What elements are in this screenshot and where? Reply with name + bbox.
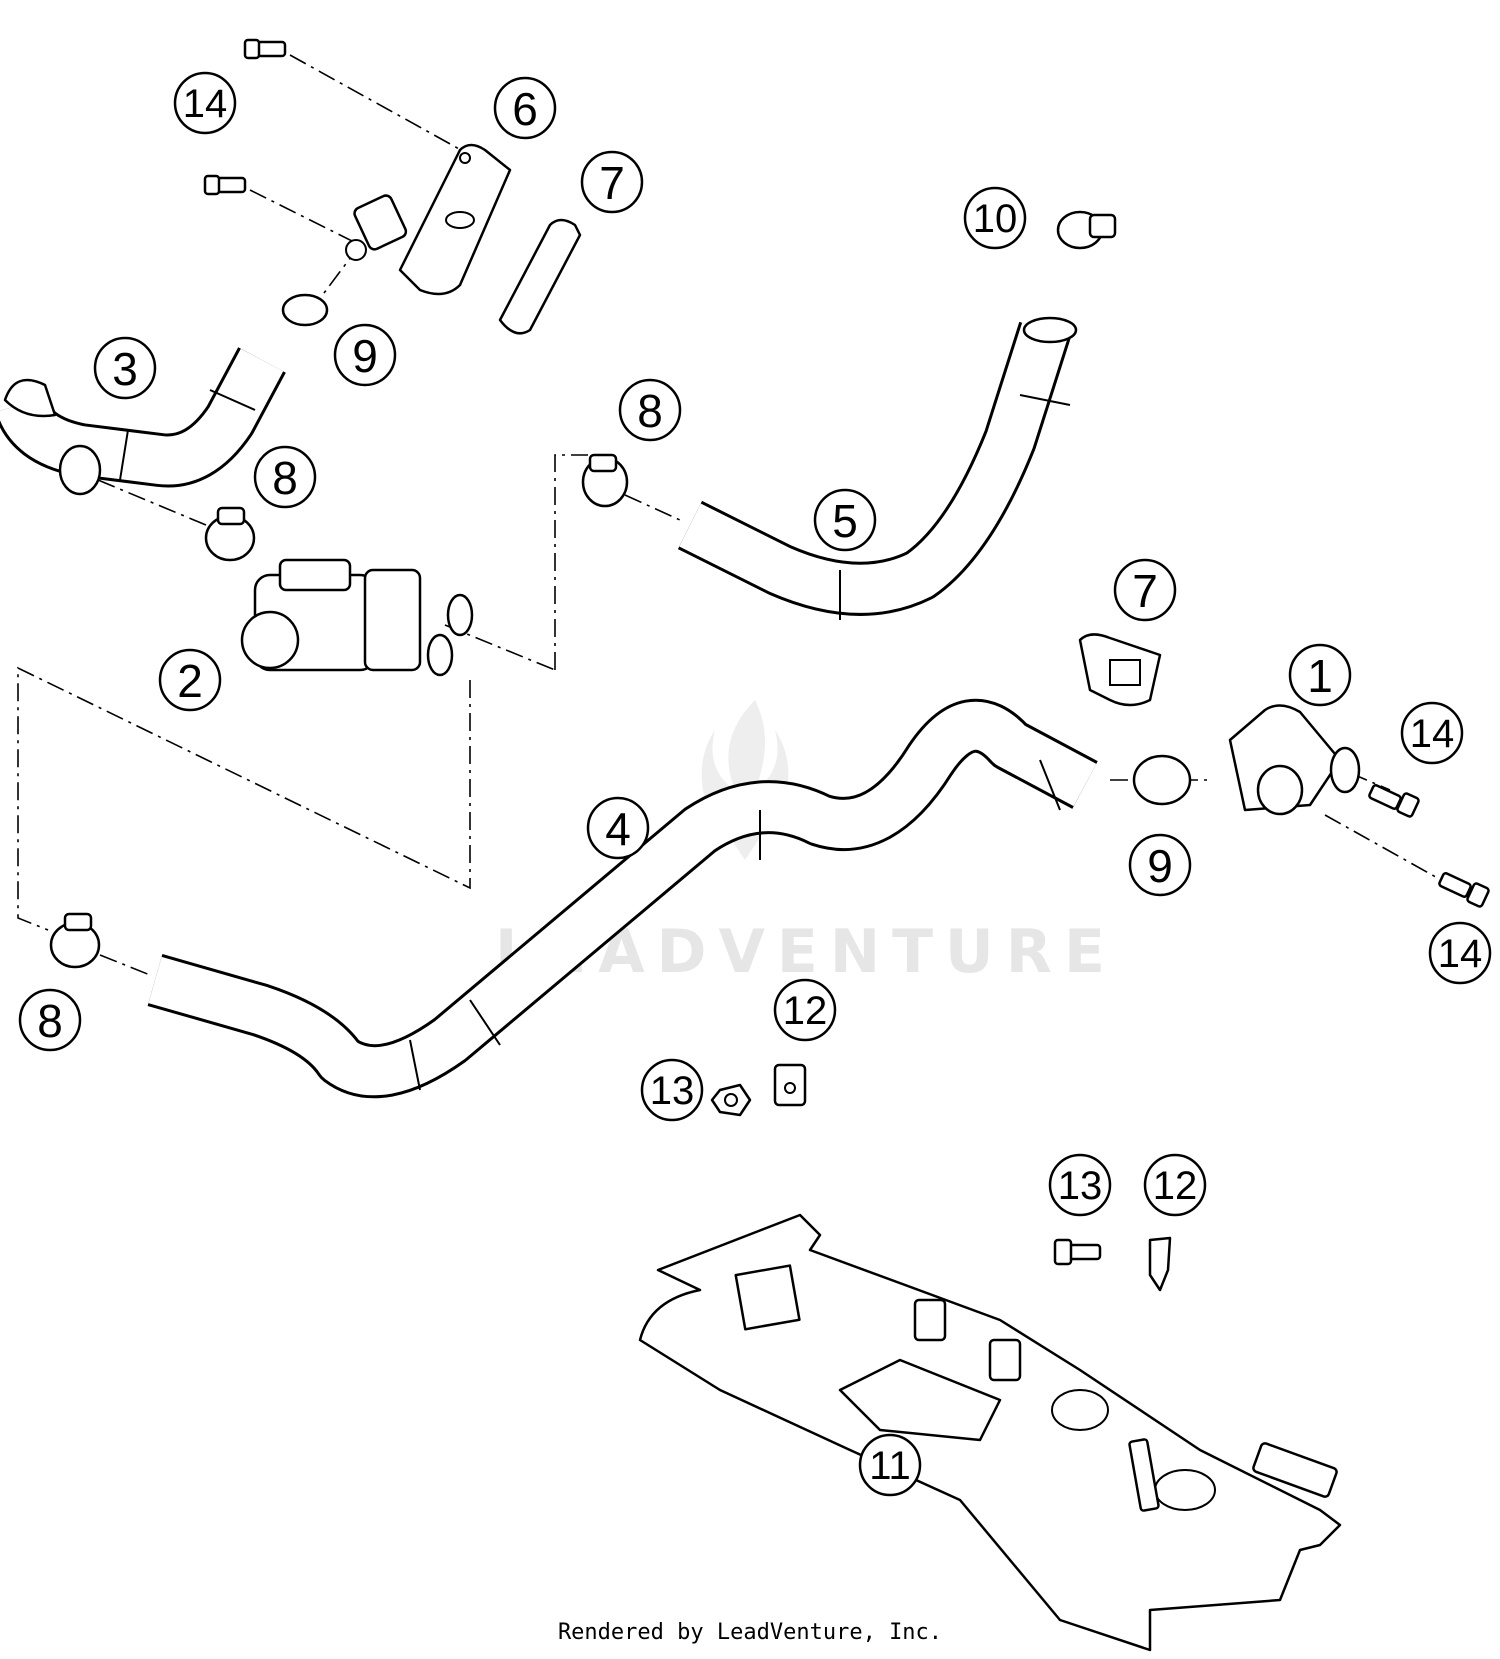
callout-9-top-label: 9 [352, 330, 378, 382]
valve-part-2 [240, 558, 474, 677]
callout-14-top-label: 14 [183, 82, 228, 126]
callout-6: 6 [493, 76, 557, 140]
hose-part-5 [677, 316, 1078, 620]
clamp-part-9-top [281, 293, 329, 327]
callout-8-bottom-label: 8 [37, 995, 63, 1047]
hose-part-3 [0, 347, 286, 496]
callout-7-right: 7 [1113, 558, 1177, 622]
callout-10-label: 10 [973, 197, 1018, 241]
hose-part-4 [147, 698, 1098, 1099]
callout-14-right-a-label: 14 [1410, 712, 1455, 756]
callout-1-label: 1 [1307, 650, 1333, 702]
clip-part-12-upper [773, 1063, 807, 1107]
callout-7-top: 7 [580, 150, 644, 214]
callout-3-label: 3 [112, 343, 138, 395]
callout-11: 11 [858, 1433, 922, 1497]
callout-12-lower: 12 [1143, 1153, 1207, 1217]
gasket-part-7-top [498, 218, 582, 335]
shield-part-11 [638, 1213, 1342, 1652]
callout-5-label: 5 [832, 495, 858, 547]
callout-13-upper-label: 13 [650, 1069, 695, 1113]
bolt-part-14-right-b [1438, 872, 1490, 908]
clip-part-12-lower [1148, 1236, 1172, 1292]
callout-8-bottom: 8 [18, 988, 82, 1052]
callout-9-right: 9 [1128, 833, 1192, 897]
cover-part-6 [345, 143, 512, 296]
callout-8-left: 8 [253, 445, 317, 509]
nut-part-13-upper [710, 1083, 752, 1117]
callout-14-top: 14 [173, 71, 237, 135]
callout-12-upper-label: 12 [783, 989, 828, 1033]
clamp-part-8-left [204, 506, 256, 562]
callout-10: 10 [963, 186, 1027, 250]
callout-1: 1 [1288, 643, 1352, 707]
callout-5: 5 [813, 488, 877, 552]
callout-13-upper: 13 [640, 1058, 704, 1122]
clamp-part-8-mid [581, 453, 629, 508]
bolt-part-13-lower [1053, 1238, 1102, 1266]
callout-2-label: 2 [177, 655, 203, 707]
gasket-part-7-right [1078, 633, 1162, 707]
callout-7-right-label: 7 [1132, 565, 1158, 617]
callout-14-right-b: 14 [1428, 921, 1492, 985]
callout-7-top-label: 7 [599, 157, 625, 209]
callout-14-right-a: 14 [1400, 701, 1464, 765]
callout-12-upper: 12 [773, 978, 837, 1042]
clamp-part-10 [1056, 210, 1117, 250]
clamp-part-8-bottom [49, 912, 101, 969]
callout-9-right-label: 9 [1147, 840, 1173, 892]
callout-9-top: 9 [333, 323, 397, 387]
bolt-part-14-right-a [1368, 784, 1420, 818]
callout-11-label: 11 [869, 1444, 911, 1488]
bolt-part-14-top-a [243, 38, 287, 60]
callout-6-label: 6 [512, 83, 538, 135]
callout-3: 3 [93, 336, 157, 400]
callout-12-lower-label: 12 [1153, 1164, 1198, 1208]
bolt-part-14-top-b [203, 174, 247, 196]
callout-14-right-b-label: 14 [1438, 932, 1483, 976]
callout-8-mid: 8 [618, 378, 682, 442]
callout-8-mid-label: 8 [637, 385, 663, 437]
callout-13-lower-label: 13 [1058, 1164, 1103, 1208]
housing-part-1 [1228, 704, 1361, 816]
clamp-part-9-right [1132, 754, 1192, 806]
callout-13-lower: 13 [1048, 1153, 1112, 1217]
footer-credit: Rendered by LeadVenture, Inc. [557, 1620, 943, 1645]
callout-2: 2 [158, 648, 222, 712]
callout-4: 4 [586, 796, 650, 860]
callout-8-left-label: 8 [272, 452, 298, 504]
callout-4-label: 4 [605, 803, 631, 855]
